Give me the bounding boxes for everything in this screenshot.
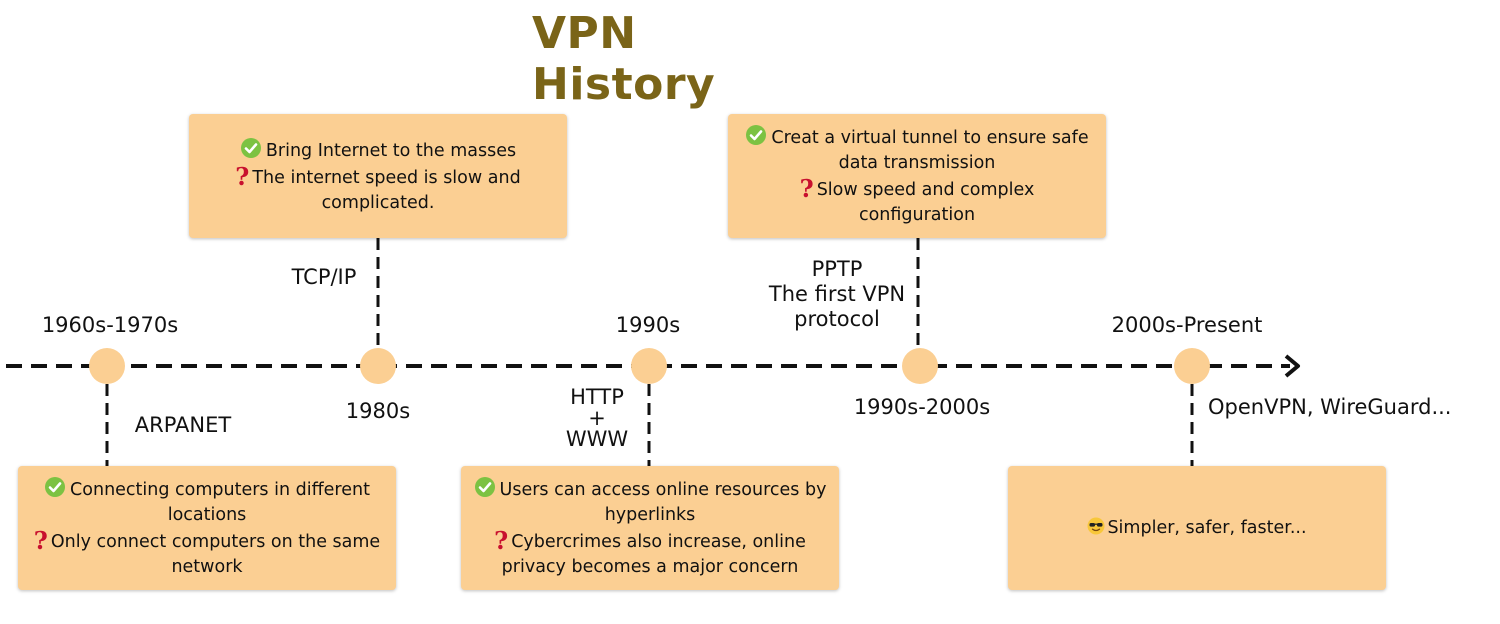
tech-label-arpanet: ARPANET: [134, 413, 232, 437]
pro-text: Users can access online resources by hyp…: [499, 480, 827, 525]
tech-label-www: WWW: [565, 427, 629, 451]
check-circle-icon: [474, 477, 495, 497]
check-circle-icon: [45, 477, 66, 497]
node-1980s: [360, 348, 396, 384]
con-line: ?Slow speed and complex configuration: [738, 176, 1096, 228]
node-1960s: [89, 348, 125, 384]
check-circle-icon: [240, 137, 261, 158]
question-mark-icon: ?: [235, 161, 250, 191]
sunglasses-face-icon: [1087, 517, 1105, 534]
tech-label-pptp: PPTP The first VPN protocol: [752, 257, 922, 332]
pro-line: Bring Internet to the masses: [240, 137, 516, 164]
date-label-1980s: 1980s: [345, 399, 411, 423]
tech-label-pptp-desc-2: protocol: [794, 307, 880, 331]
pro-line: Connecting computers in different locati…: [28, 476, 386, 528]
info-box-1990s: Users can access online resources by hyp…: [461, 466, 839, 590]
tech-label-tcpip: TCP/IP: [291, 265, 357, 289]
tech-label-http-www: HTTP + WWW: [552, 387, 642, 450]
page-title: VPN History: [532, 8, 716, 110]
question-mark-icon: ?: [494, 526, 509, 555]
pro-text: Connecting computers in different locati…: [70, 480, 370, 525]
con-text: The internet speed is slow and complicat…: [252, 167, 521, 213]
info-box-1960s: Connecting computers in different locati…: [18, 466, 396, 590]
pro-line: Users can access online resources by hyp…: [471, 476, 829, 528]
con-line: ?The internet speed is slow and complica…: [199, 164, 557, 216]
timeline-arrowhead: [1284, 354, 1300, 378]
pro-line: Creat a virtual tunnel to ensure safe da…: [738, 124, 1096, 176]
question-mark-icon: ?: [33, 526, 48, 555]
date-label-1990s-2000s: 1990s-2000s: [853, 395, 991, 419]
node-1990s-2000s: [902, 348, 938, 384]
tech-label-pptp-desc: The first VPN: [768, 282, 906, 306]
node-2000s: [1174, 348, 1210, 384]
con-line: ?Cybercrimes also increase, online priva…: [471, 528, 829, 580]
info-box-2000s: Simpler, safer, faster...: [1008, 466, 1386, 590]
note-line: Simpler, safer, faster...: [1087, 516, 1307, 541]
tech-label-http: HTTP: [570, 385, 624, 409]
note-text: Simpler, safer, faster...: [1107, 517, 1307, 538]
info-box-1990s-2000s: Creat a virtual tunnel to ensure safe da…: [728, 114, 1106, 238]
con-text: Only connect computers on the same netwo…: [50, 532, 381, 577]
tech-label-plus: +: [588, 406, 606, 430]
date-label-1990s: 1990s: [615, 313, 681, 337]
date-label-1960s: 1960s-1970s: [41, 313, 179, 337]
info-box-1980s: Bring Internet to the masses ?The intern…: [189, 114, 567, 238]
date-label-2000s: 2000s-Present: [1111, 313, 1263, 337]
con-line: ?Only connect computers on the same netw…: [28, 528, 386, 580]
pro-text: Bring Internet to the masses: [265, 140, 517, 161]
question-mark-icon: ?: [799, 174, 814, 203]
pro-text: Creat a virtual tunnel to ensure safe da…: [771, 128, 1089, 173]
con-text: Slow speed and complex configuration: [816, 180, 1035, 225]
tech-label-pptp-name: PPTP: [811, 257, 863, 281]
tech-label-openvpn: OpenVPN, WireGuard...: [1208, 395, 1452, 419]
con-text: Cybercrimes also increase, online privac…: [501, 532, 806, 577]
node-1990s: [631, 348, 667, 384]
check-circle-icon: [746, 125, 767, 145]
